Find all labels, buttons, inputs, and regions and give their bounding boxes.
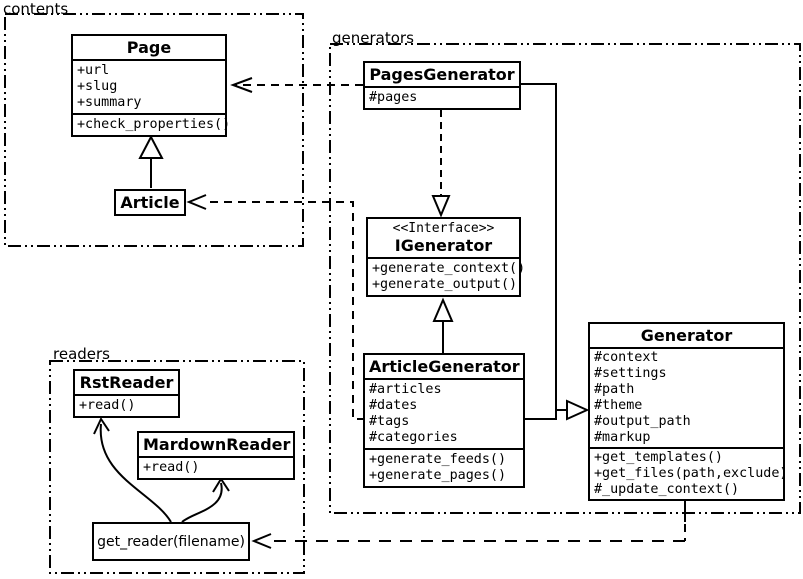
class-title: RstReader (79, 373, 174, 392)
edge-pagesgenerator-to-generator (521, 83, 557, 419)
edge-articlegenerator-to-generator (525, 409, 567, 420)
methods-compartment: +read() (75, 394, 178, 416)
class-box-igenerator: <<Interface>> IGenerator +generate_conte… (366, 217, 526, 297)
class-title: PagesGenerator (369, 65, 515, 84)
methods-compartment: +read() (139, 456, 293, 478)
attributes-compartment: #articles #dates #tags #categories (365, 378, 523, 448)
method: +generate_output() (372, 277, 518, 292)
class-box-page: Page +url +slug +summary +check_properti… (71, 34, 231, 137)
class-box-articlegenerator: ArticleGenerator #articles #dates #tags … (363, 353, 525, 488)
methods-compartment: +generate_context() +generate_output() (368, 257, 526, 295)
class-title: ArticleGenerator (369, 357, 520, 376)
method: +generate_pages() (369, 468, 507, 483)
class-box-pagesgenerator: PagesGenerator #pages (363, 61, 521, 110)
attribute: #theme (594, 398, 643, 413)
method: +get_templates() (594, 450, 723, 465)
class-box-rstreader: RstReader +read() (73, 369, 180, 418)
open-arrowhead-icon (251, 533, 272, 549)
attribute: #dates (369, 398, 418, 413)
function-label: get_reader(filename) (97, 533, 245, 550)
attribute: +slug (77, 79, 118, 94)
method: +generate_feeds() (369, 452, 507, 467)
class-title: Page (126, 38, 172, 57)
attribute: #categories (369, 430, 458, 445)
package-label-readers: readers (53, 345, 110, 363)
edge-articlegenerator-to-article (206, 201, 365, 420)
method: +get_files(path,exclude) (594, 466, 788, 481)
package-label-contents: contents (3, 0, 69, 18)
package-border-generators (329, 43, 801, 514)
open-arrowhead-icon (230, 77, 253, 93)
class-title: Article (120, 193, 180, 212)
attribute: #path (594, 382, 635, 397)
class-title: MardownReader (143, 435, 291, 454)
attributes-compartment: +url +slug +summary (73, 59, 225, 113)
attribute: #markup (594, 430, 651, 445)
class-stereotype: <<Interface>> (392, 221, 495, 236)
class-box-mardownreader: MardownReader +read() (137, 431, 295, 480)
method: +read() (143, 460, 200, 475)
attribute: #articles (369, 382, 442, 397)
attribute: #tags (369, 414, 410, 429)
edge-getreader-to-mardownreader (181, 482, 223, 523)
method: +check_properties() (77, 117, 231, 132)
class-title: IGenerator (394, 236, 493, 255)
package-label-generators: generators (332, 29, 414, 47)
attribute: #context (594, 350, 659, 365)
package-border-readers (49, 360, 305, 574)
package-border-contents (4, 13, 304, 247)
inheritance-triangle-icon (566, 399, 590, 421)
attribute: #settings (594, 366, 667, 381)
methods-compartment: +generate_feeds() +generate_pages() (365, 448, 523, 486)
class-box-article: Article (114, 189, 186, 216)
method: #_update_context() (594, 482, 740, 497)
edge-getreader-to-rstreader (99, 423, 172, 523)
attribute: +url (77, 63, 110, 78)
inheritance-triangle-icon (138, 134, 164, 159)
inheritance-triangle-icon (432, 297, 454, 322)
attribute: +summary (77, 95, 142, 110)
attribute: #pages (369, 90, 418, 105)
methods-compartment: +get_templates() +get_files(path,exclude… (590, 447, 788, 499)
attribute: #output_path (594, 414, 691, 429)
method: +generate_context() (372, 261, 526, 276)
method: +read() (79, 398, 136, 413)
methods-compartment: +check_properties() (73, 113, 231, 135)
realization-triangle-icon (431, 195, 451, 218)
function-box-get-reader: get_reader(filename) (92, 522, 250, 561)
class-title: Generator (640, 326, 733, 345)
open-arrowhead-icon (93, 416, 110, 435)
attributes-compartment: #pages (365, 86, 519, 108)
open-arrowhead-icon (186, 194, 207, 210)
class-box-generator: Generator #context #settings #path #them… (588, 322, 788, 501)
attributes-compartment: #context #settings #path #theme #output_… (590, 347, 783, 447)
